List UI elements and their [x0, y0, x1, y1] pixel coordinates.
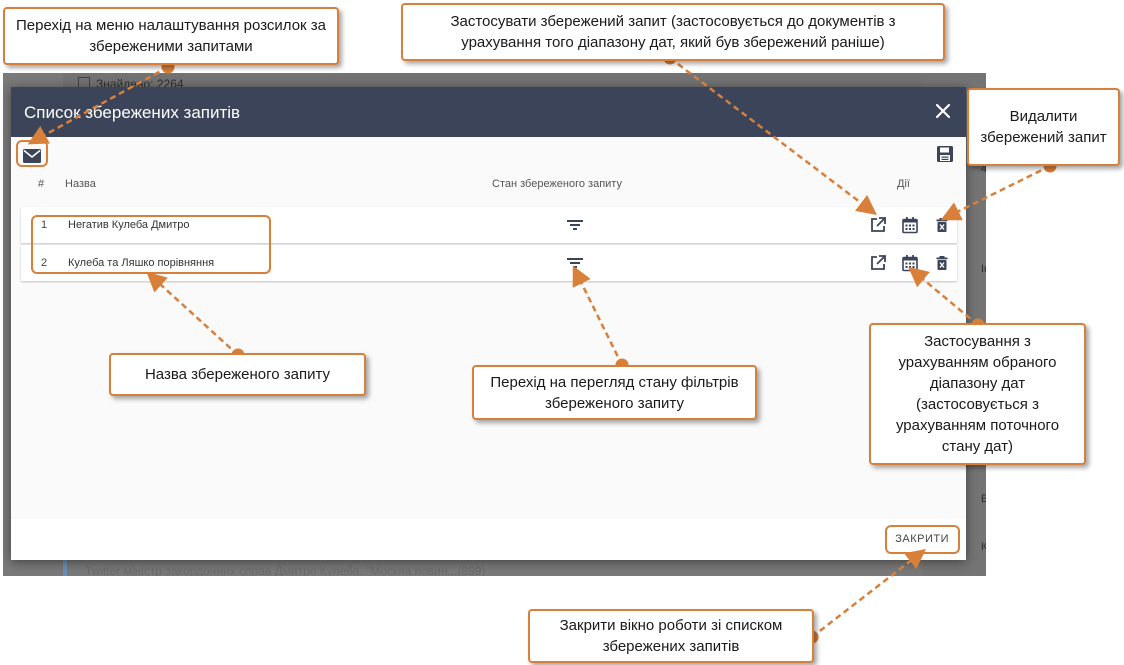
callout-apply-with-range: Застосування з урахуванням обраного діап…: [869, 323, 1086, 465]
background-document-title: Twitter міністр закордонних справ Дмитро…: [85, 564, 486, 576]
delete-icon[interactable]: [933, 254, 951, 272]
callout-apply-saved: Застосувати збережений запит (застосовує…: [401, 3, 945, 61]
query-name: Негатив Кулеба Дмитро: [68, 219, 190, 231]
query-name: Кулеба та Ляшко порівняння: [68, 257, 215, 269]
calendar-icon[interactable]: [901, 216, 919, 234]
filter-icon[interactable]: [566, 255, 584, 271]
dialog-body: # Назва Стан збереженого запиту Дії 1 Не…: [11, 137, 966, 519]
callout-text: Перехід на меню налаштування розсилок за…: [16, 17, 326, 55]
callout-text: Видалити збережений запит: [980, 108, 1107, 146]
open-in-new-icon[interactable]: [869, 216, 887, 234]
close-button[interactable]: ЗАКРИТИ: [895, 533, 949, 545]
row-number: 2: [41, 257, 48, 269]
filter-icon[interactable]: [566, 217, 584, 233]
callout-query-name: Назва збереженого запиту: [109, 353, 366, 396]
mail-icon[interactable]: [17, 144, 47, 168]
close-icon[interactable]: [932, 100, 954, 122]
highlight-query-names: [31, 215, 271, 274]
callout-text: Перехід на перегляд стану фільтрів збере…: [490, 373, 739, 412]
callout-text: Назва збереженого запиту: [144, 366, 331, 383]
saved-queries-dialog: Список збережених запитів # Назва Стан з…: [11, 87, 966, 560]
column-header-actions: Дії: [897, 178, 910, 190]
highlight-mail-button: [16, 140, 48, 167]
delete-icon[interactable]: [933, 216, 951, 234]
column-header-state: Стан збереженого запиту: [492, 178, 622, 190]
highlight-close-button: [885, 525, 960, 554]
dialog-title: Список збережених запитів: [24, 103, 241, 122]
side-label: Ко: [981, 541, 986, 553]
callout-text: Закрити вікно роботи зі списком збережен…: [559, 617, 783, 655]
dialog-footer: ЗАКРИТИ: [11, 519, 966, 560]
callout-text: Застосування з урахуванням обраного діап…: [895, 333, 1060, 455]
callout-mailing-menu: Перехід на меню налаштування розсилок за…: [3, 7, 339, 65]
callout-delete-saved: Видалити збережений запит: [967, 88, 1120, 166]
callout-filter-state: Перехід на перегляд стану фільтрів збере…: [472, 365, 757, 420]
callout-text: Застосувати збережений запит (застосовує…: [450, 13, 896, 51]
callout-close-window: Закрити вікно роботи зі списком збережен…: [528, 609, 814, 663]
column-header-number: #: [38, 178, 45, 190]
side-label: Ел: [981, 493, 986, 505]
column-header-name: Назва: [65, 178, 96, 190]
open-in-new-icon[interactable]: [869, 254, 887, 272]
row-number: 1: [41, 219, 48, 231]
save-icon[interactable]: [936, 145, 956, 165]
calendar-icon[interactable]: [901, 254, 919, 272]
dialog-header: Список збережених запитів: [11, 87, 966, 137]
